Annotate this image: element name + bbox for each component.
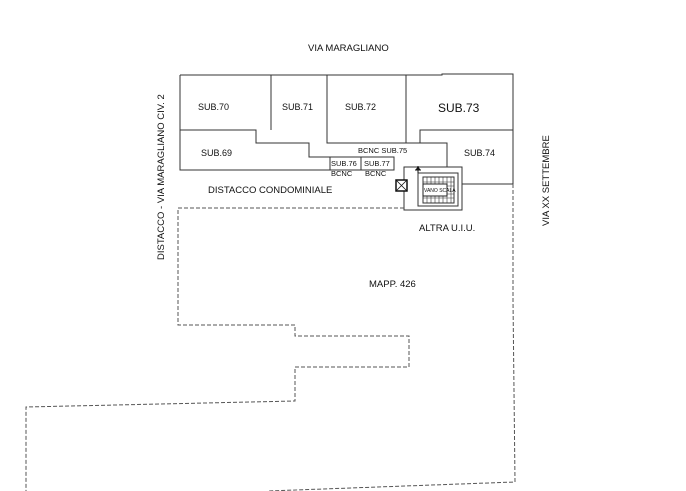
- stairwell: VANO SCALA: [395, 166, 463, 211]
- unit-sub73: SUB.73: [438, 101, 480, 115]
- north-arrow-icon: [415, 166, 421, 173]
- unit-sub72: SUB.72: [345, 102, 376, 112]
- unit-sub74: SUB.74: [464, 148, 495, 158]
- street-north: VIA MARAGLIANO: [308, 43, 389, 54]
- building-walls: [179, 73, 514, 185]
- altra-uiu-label: ALTRA U.I.U.: [419, 223, 475, 234]
- unit-sub75: BCNC SUB.75: [358, 146, 407, 155]
- street-east: VIA XX SETTEMBRE: [541, 135, 552, 226]
- property-boundary-east: [267, 184, 516, 491]
- property-boundary: [25, 207, 410, 491]
- unit-sub69: SUB.69: [201, 148, 232, 158]
- street-west: DISTACCO - VIA MARAGLIANO CIV. 2: [156, 94, 167, 260]
- vano-scala-label: VANO SCALA: [424, 188, 456, 194]
- unit-sub76: SUB.76: [331, 159, 357, 168]
- mapp-label: MAPP. 426: [369, 279, 416, 290]
- unit-sub70: SUB.70: [198, 102, 229, 112]
- unit-sub71: SUB.71: [282, 102, 313, 112]
- elevator-icon: [395, 179, 408, 192]
- bcnc-77-label: BCNC: [365, 169, 387, 178]
- unit-sub77: SUB.77: [364, 159, 390, 168]
- distacco-label: DISTACCO CONDOMINIALE: [208, 185, 332, 196]
- bcnc-76-label: BCNC: [331, 169, 353, 178]
